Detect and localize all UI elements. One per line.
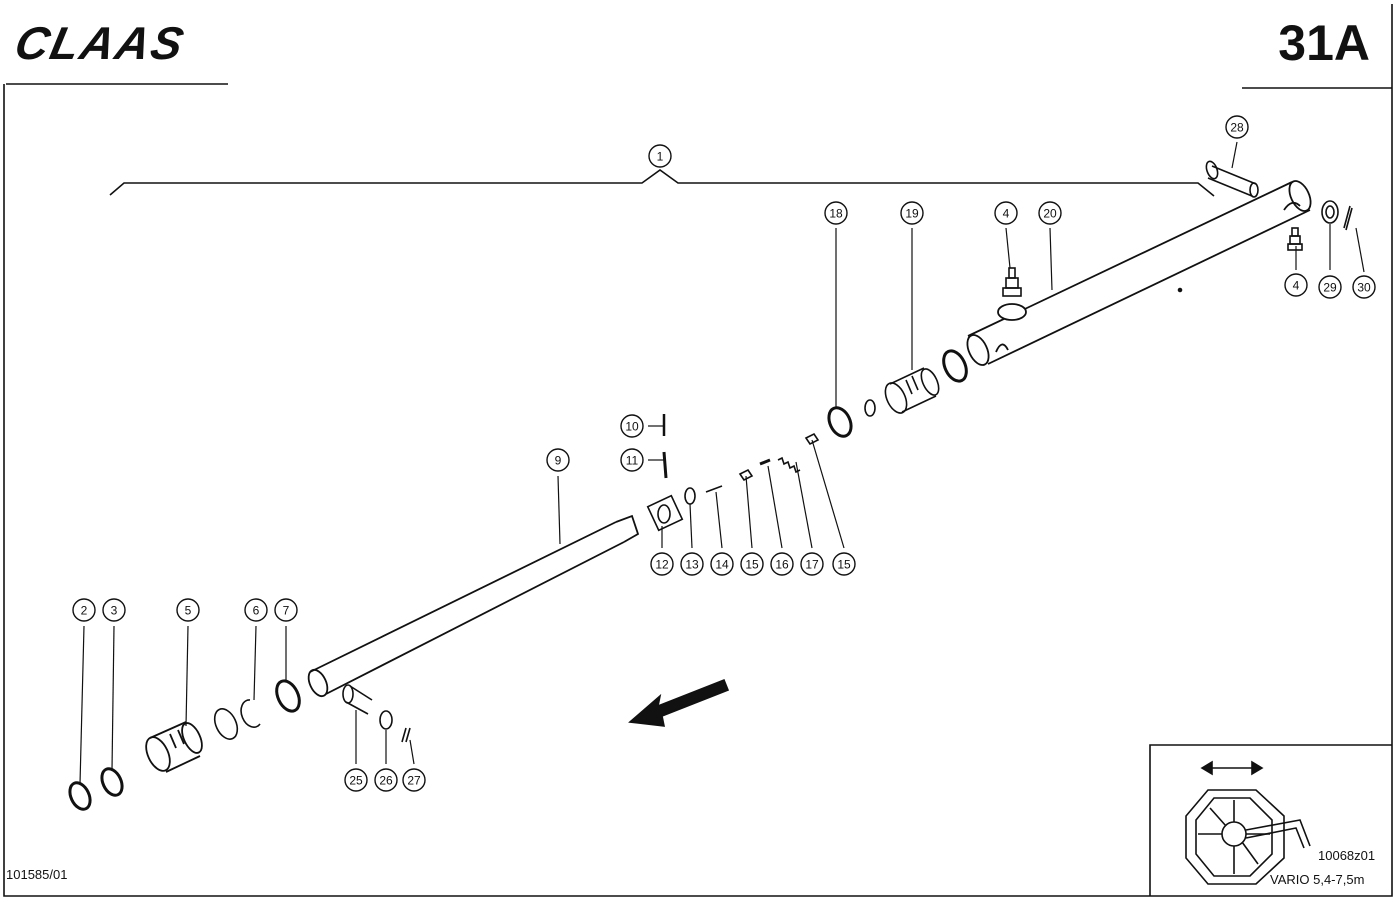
callout-number: 3 bbox=[111, 604, 118, 618]
callout-circle bbox=[1284, 273, 1308, 297]
arrow-left-down-icon bbox=[628, 678, 730, 727]
snap-ring-6 bbox=[240, 699, 261, 728]
o-ring-large bbox=[213, 708, 239, 740]
callout-number: 28 bbox=[1230, 121, 1244, 135]
callout-circle bbox=[374, 768, 398, 792]
washer-29 bbox=[1321, 200, 1339, 224]
split-pin-27 bbox=[401, 727, 411, 743]
o-ring-13 bbox=[684, 487, 696, 505]
drawing-number: 101585/01 bbox=[6, 867, 68, 882]
callout-circle bbox=[102, 598, 126, 622]
callout-number: 4 bbox=[1293, 279, 1300, 293]
callout-number: 20 bbox=[1043, 207, 1057, 221]
pin-14 bbox=[705, 485, 723, 493]
callout-circle bbox=[800, 552, 824, 576]
callout-number: 2 bbox=[81, 604, 88, 618]
assembly-bracket bbox=[109, 169, 1215, 197]
callout-number: 1 bbox=[657, 150, 664, 164]
callout-circle bbox=[740, 552, 764, 576]
callout-number: 29 bbox=[1323, 281, 1337, 295]
callout-circle bbox=[344, 768, 368, 792]
callout-number: 11 bbox=[626, 454, 639, 468]
washer-26 bbox=[379, 710, 393, 730]
callout-circle bbox=[650, 552, 674, 576]
callout-number: 9 bbox=[555, 454, 562, 468]
callout-circle bbox=[1225, 115, 1249, 139]
seal-3 bbox=[100, 767, 124, 797]
callout-circle bbox=[546, 448, 570, 472]
callout-number: 10 bbox=[625, 420, 639, 434]
callout-number: 13 bbox=[685, 558, 699, 572]
spring-17 bbox=[777, 456, 801, 474]
inset-machine-diagram bbox=[1149, 744, 1392, 896]
callout-number: 6 bbox=[253, 604, 260, 618]
seal-2 bbox=[68, 781, 92, 811]
callout-number: 4 bbox=[1003, 207, 1010, 221]
inset-model-label: VARIO 5,4-7,5m bbox=[1270, 872, 1365, 887]
callout-circle bbox=[680, 552, 704, 576]
valve-15-right bbox=[804, 432, 820, 446]
callout-circle bbox=[1352, 275, 1376, 299]
callout-number: 14 bbox=[715, 558, 729, 572]
callout-number: 19 bbox=[905, 207, 919, 221]
callout-number: 15 bbox=[837, 558, 851, 572]
callout-circle bbox=[900, 201, 924, 225]
pin-25 bbox=[342, 684, 373, 715]
callout-circle bbox=[710, 552, 734, 576]
callout-number: 18 bbox=[829, 207, 843, 221]
callout-circle bbox=[832, 552, 856, 576]
callout-circle bbox=[402, 768, 426, 792]
seal-18 bbox=[827, 406, 853, 438]
callout-number: 27 bbox=[407, 774, 421, 788]
guide-ring bbox=[942, 349, 968, 383]
piston-19 bbox=[884, 367, 940, 414]
callout-number: 16 bbox=[775, 558, 789, 572]
callout-circle bbox=[620, 448, 644, 472]
callout-number: 15 bbox=[745, 558, 759, 572]
callout-circle bbox=[1318, 275, 1342, 299]
cylinder-head-5 bbox=[145, 721, 203, 773]
o-ring-small bbox=[864, 399, 876, 417]
callout-circle bbox=[648, 144, 672, 168]
valve-15-left bbox=[738, 468, 754, 482]
callout-circle bbox=[244, 598, 268, 622]
pin-11 bbox=[662, 451, 668, 479]
callout-number: 30 bbox=[1357, 281, 1371, 295]
pin-16 bbox=[759, 458, 771, 466]
page-number: 31A bbox=[1278, 15, 1370, 71]
callout-circle bbox=[274, 598, 298, 622]
callout-circle bbox=[176, 598, 200, 622]
page-frame bbox=[3, 4, 1393, 897]
callout-circle bbox=[1038, 201, 1062, 225]
nut-12 bbox=[646, 494, 684, 532]
callout-number: 17 bbox=[805, 558, 819, 572]
seal-7 bbox=[275, 679, 301, 713]
grease-nipple-right bbox=[1287, 227, 1303, 251]
callout-number: 7 bbox=[283, 604, 290, 618]
pin-28 bbox=[1205, 160, 1259, 198]
cylinder-barrel bbox=[966, 180, 1312, 366]
callout-number: 25 bbox=[349, 774, 363, 788]
callout-number: 26 bbox=[379, 774, 393, 788]
callout-number: 12 bbox=[655, 558, 669, 572]
piston-rod bbox=[307, 514, 640, 698]
callout-circle bbox=[770, 552, 794, 576]
callout-number: 5 bbox=[185, 604, 192, 618]
callout-circle bbox=[72, 598, 96, 622]
callout-circle bbox=[994, 201, 1018, 225]
callout-circle bbox=[620, 414, 644, 438]
callout-circle bbox=[824, 201, 848, 225]
grease-nipple-upper bbox=[1002, 267, 1022, 297]
split-pin-30 bbox=[1343, 205, 1353, 231]
inset-figure-code: 10068z01 bbox=[1318, 848, 1376, 863]
leader-lines bbox=[79, 141, 1365, 785]
